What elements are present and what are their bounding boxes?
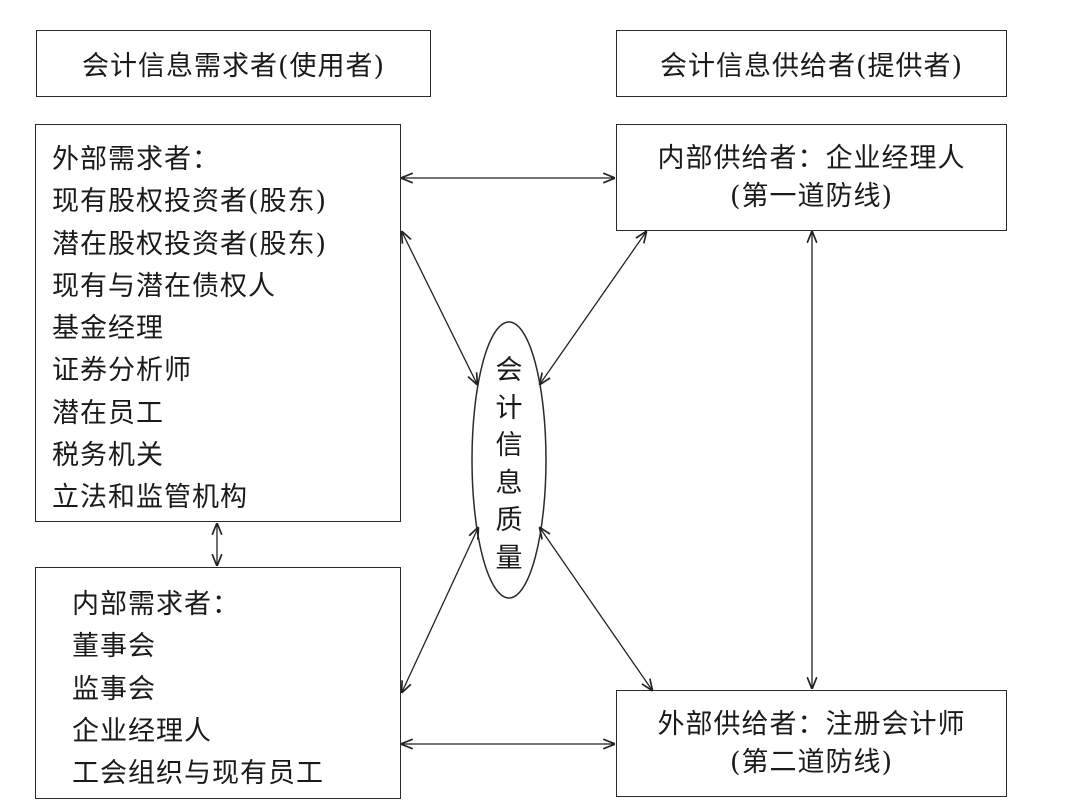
quality-char: 计 bbox=[495, 392, 523, 424]
internal-demander-item: 董事会 bbox=[72, 631, 156, 663]
providers-header-label: 会计信息供给者(提供者) bbox=[659, 51, 964, 82]
internal-demander-item: 工会组织与现有员工 bbox=[72, 758, 324, 790]
quality-ellipse bbox=[471, 321, 547, 599]
external-provider-subtitle: (第二道防线) bbox=[729, 746, 894, 778]
quality-char: 量 bbox=[495, 542, 523, 574]
external-demander-item: 证券分析师 bbox=[52, 355, 192, 387]
external-demanders-title: 外部需求者： bbox=[52, 144, 220, 175]
external-provider-title: 外部供给者：注册会计师 bbox=[657, 708, 966, 740]
external-demander-item: 基金经理 bbox=[52, 313, 164, 345]
internal-provider-title: 内部供给者：企业经理人 bbox=[657, 142, 966, 174]
arrow-internal-demanders-to-quality bbox=[402, 528, 478, 692]
external-demander-item: 现有股权投资者(股东) bbox=[52, 186, 328, 218]
internal-provider-box: 内部供给者：企业经理人 (第一道防线) bbox=[616, 124, 1007, 231]
quality-char: 息 bbox=[495, 467, 523, 499]
external-provider-box: 外部供给者：注册会计师 (第二道防线) bbox=[616, 690, 1007, 797]
external-demander-item: 潜在员工 bbox=[52, 397, 164, 429]
internal-provider-subtitle: (第一道防线) bbox=[729, 180, 894, 212]
internal-demanders-box: 内部需求者： 董事会 监事会 企业经理人 工会组织与现有员工 bbox=[35, 567, 401, 799]
external-demander-item: 潜在股权投资者(股东) bbox=[52, 228, 328, 260]
quality-label: 会 计 信 息 质 量 bbox=[478, 352, 540, 578]
quality-char: 信 bbox=[495, 430, 523, 462]
providers-header-box: 会计信息供给者(提供者) bbox=[616, 30, 1007, 97]
arrow-external-provider-to-quality bbox=[540, 528, 652, 690]
external-demander-item: 立法和监管机构 bbox=[52, 482, 248, 514]
external-demanders-box: 外部需求者： 现有股权投资者(股东) 潜在股权投资者(股东) 现有与潜在债权人 … bbox=[35, 124, 401, 522]
internal-demanders-title: 内部需求者： bbox=[72, 589, 240, 620]
internal-demander-item: 监事会 bbox=[72, 673, 156, 705]
users-header-box: 会计信息需求者(使用者) bbox=[36, 30, 431, 97]
internal-demander-item: 企业经理人 bbox=[72, 715, 212, 747]
quality-char: 质 bbox=[495, 505, 523, 537]
quality-char: 会 bbox=[495, 355, 523, 386]
arrow-internal-provider-to-quality bbox=[540, 232, 646, 384]
users-header-label: 会计信息需求者(使用者) bbox=[81, 51, 386, 82]
external-demander-item: 现有与潜在债权人 bbox=[52, 270, 276, 302]
external-demander-item: 税务机关 bbox=[52, 440, 164, 472]
arrow-external-demanders-to-quality bbox=[402, 232, 477, 384]
